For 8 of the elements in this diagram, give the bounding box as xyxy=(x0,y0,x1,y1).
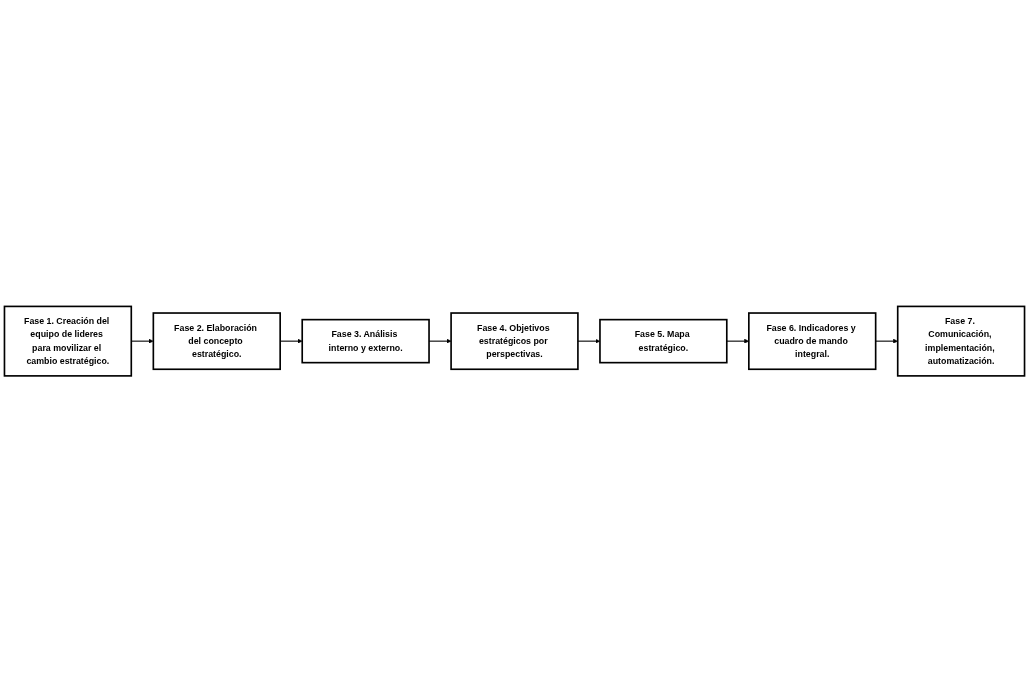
node-box: Fase 6. Indicadores y cuadro de mando integral. xyxy=(748,312,877,370)
node-box: Fase 2. Elaboración del concepto estratégico. xyxy=(152,312,281,370)
node-box: Fase 7. Comunicación, implementación, automatización. xyxy=(896,305,1026,377)
node-box: Fase 4. Objetivos estratégicos por perspectivas. xyxy=(450,312,579,370)
arrow xyxy=(875,338,898,344)
node-box: Fase 3. Análisis interno y externo. xyxy=(301,318,430,364)
node-box: Fase 5. Mapa estratégico. xyxy=(599,318,728,364)
node-box: Fase 1. Creación del equipo de lideres para movilizar el cambio estratégico. xyxy=(3,305,133,377)
